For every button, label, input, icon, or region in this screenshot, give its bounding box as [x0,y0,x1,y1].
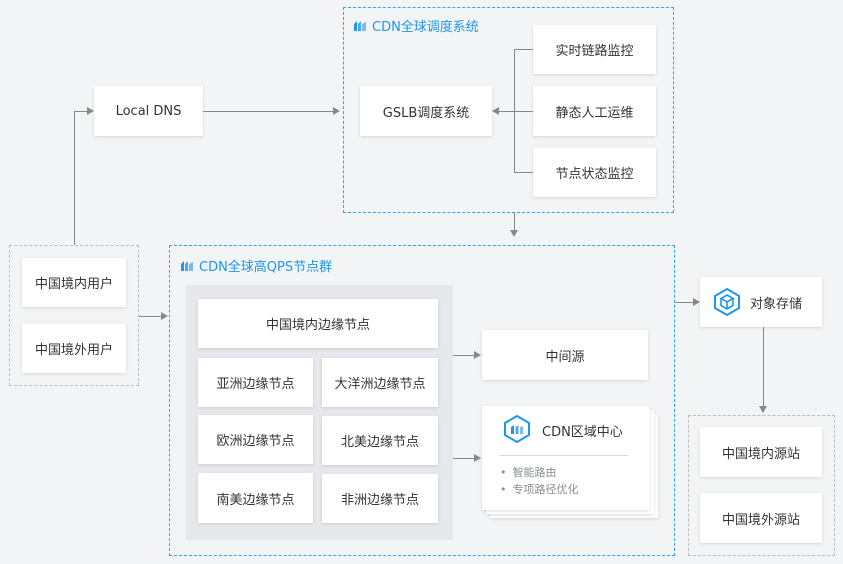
connector-edges-to-region-center [453,458,474,459]
connector-users-to-dns [74,111,75,245]
cdn-logo-icon [504,414,530,444]
qps-group-label: CDN全球高QPS节点群 [199,260,333,275]
gslb-node: GSLB调度系统 [360,86,492,136]
cdn-logo-icon [354,20,366,31]
connector-dns-to-gslb [203,111,333,112]
connector-bus-to-gslb [499,111,514,112]
gslb-group-title: CDN全球调度系统 [352,16,479,35]
object-storage-node: 对象存储 [700,277,822,327]
cn-user-node: 中国境内用户 [22,258,126,307]
arrow-right-icon [87,107,94,115]
cube-icon [714,287,740,317]
gslb-system-group [343,7,674,213]
connector-storage-to-origins [763,327,764,408]
cn-edge-node: 中国境内边缘节点 [198,299,438,348]
connector-edges-to-mid-origin [453,355,474,356]
connector-gslb-to-cluster [514,213,515,230]
feature-item: 专项路径优化 [500,481,579,498]
arrow-down-icon [510,230,518,237]
object-storage-label: 对象存储 [750,296,803,312]
mid-origin-node: 中间源 [482,330,648,380]
connector-users-to-cluster [139,316,161,317]
region-center-features: 智能路由 专项路径优化 [500,464,579,498]
gslb-group-label: CDN全球调度系统 [372,20,479,35]
local-dns-node: Local DNS [94,86,203,136]
arrow-right-icon [474,351,481,359]
realtime-monitor-node: 实时链路监控 [533,25,656,74]
origin-group [688,415,835,556]
arrow-right-icon [474,454,481,462]
arrow-left-icon [492,107,499,115]
users-group [9,245,139,386]
asia-edge-node: 亚洲边缘节点 [198,358,313,407]
overseas-user-node: 中国境外用户 [22,324,126,373]
cdn-logo-icon [181,260,193,271]
africa-edge-node: 非洲边缘节点 [322,474,438,523]
oceania-edge-node: 大洋洲边缘节点 [322,358,438,407]
arrow-right-icon [161,312,168,320]
qps-group-title: CDN全球高QPS节点群 [179,256,332,275]
static-ops-node: 静态人工运维 [533,86,656,136]
arrow-down-icon [759,406,767,413]
region-center-divider [499,455,628,456]
overseas-origin-node: 中国境外源站 [700,493,822,543]
connector-monitor-3 [514,172,533,173]
arrow-right-icon [693,298,700,306]
arrow-right-icon [333,107,340,115]
node-status-monitor-node: 节点状态监控 [533,148,656,197]
south-america-edge-node: 南美边缘节点 [198,473,313,523]
qps-cluster-group [169,245,675,556]
connector-monitor-2 [514,111,533,112]
north-america-edge-node: 北美边缘节点 [322,416,438,465]
region-center-title: CDN区域中心 [542,425,623,440]
europe-edge-node: 欧洲边缘节点 [198,415,313,464]
cn-origin-node: 中国境内源站 [700,427,822,477]
connector-users-to-dns [74,111,87,112]
connector-cluster-to-storage [675,302,693,303]
feature-item: 智能路由 [500,464,579,481]
connector-monitor-1 [514,49,533,50]
